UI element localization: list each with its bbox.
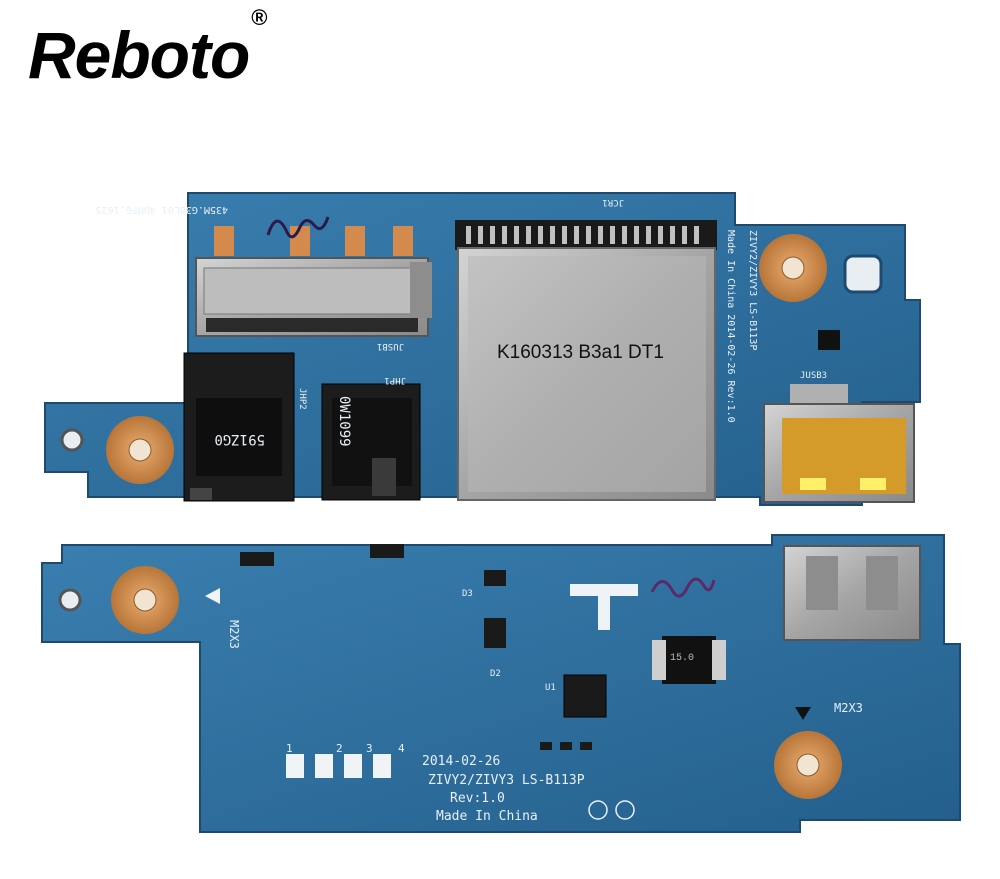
connector-label: 435M.G38L01 4DMFG.1625 bbox=[96, 204, 228, 215]
jack1-code: 591ZG0 bbox=[214, 431, 265, 447]
top-vertical-text-1: ZIVY2/ZIVY3 LS-B113P bbox=[747, 230, 758, 350]
rohs-mark-1 bbox=[588, 800, 608, 820]
board-date: 2014-02-26 bbox=[422, 754, 500, 769]
top-board: 435M.G38L01 4DMFG.1625 JUSB1 K16 bbox=[44, 192, 921, 506]
copper-tabs bbox=[214, 226, 413, 256]
mount-pad-top-left bbox=[106, 416, 174, 484]
mount-pad-bottom-right bbox=[774, 731, 842, 799]
screw-arrow-left bbox=[205, 588, 220, 604]
mount-hole-top-left bbox=[60, 428, 84, 452]
mount-hole-bottom-left bbox=[58, 588, 82, 612]
bottom-pcb-outline bbox=[41, 534, 961, 833]
diode-label-d2: D2 bbox=[490, 669, 501, 679]
jusb3-label: JUSB3 bbox=[800, 371, 827, 381]
ic-label: U1 bbox=[545, 683, 556, 693]
smd-components bbox=[240, 544, 592, 750]
audio-jack-1 bbox=[183, 352, 295, 502]
mount-pad-top-right bbox=[759, 234, 827, 302]
card-marking: K160313 B3a1 DT1 bbox=[497, 342, 664, 363]
board-origin: Made In China bbox=[436, 809, 538, 824]
mount-pad-bottom-left bbox=[111, 566, 179, 634]
brand-name: Reboto bbox=[28, 18, 250, 92]
audio-jack-2 bbox=[321, 383, 421, 501]
silk-t-mark bbox=[570, 584, 638, 630]
jcr1-label: JCR1 bbox=[602, 197, 624, 207]
pad-number-2: 2 bbox=[336, 742, 343, 755]
diode-package bbox=[652, 636, 726, 684]
rohs-mark-2 bbox=[615, 800, 635, 820]
board-model: ZIVY2/ZIVY3 LS-B113P bbox=[428, 773, 585, 788]
marker-scribble bbox=[266, 216, 330, 239]
screw-label-left: M2X3 bbox=[227, 620, 241, 649]
bottom-board: M2X3 M2X3 15.0 U1 bbox=[41, 534, 961, 833]
diode-chip-label: 15.0 bbox=[670, 653, 694, 664]
card-reader bbox=[455, 220, 717, 501]
diode-label-d3: D3 bbox=[462, 589, 473, 599]
ic-u1 bbox=[563, 674, 607, 718]
pad-number-1: 1 bbox=[286, 742, 293, 755]
registered-mark: ® bbox=[251, 5, 267, 30]
brand-logo: Reboto® bbox=[28, 7, 268, 89]
pad-number-4: 4 bbox=[398, 742, 405, 755]
usb-port-bottom bbox=[783, 545, 921, 641]
jusb1-label: JUSB1 bbox=[377, 341, 404, 351]
jack2-code: 0W1099 bbox=[336, 396, 352, 447]
test-pads bbox=[286, 754, 391, 778]
top-ic bbox=[818, 330, 840, 350]
ffc-connector bbox=[195, 257, 432, 337]
usb-port-top bbox=[763, 384, 915, 503]
screw-arrow-right bbox=[795, 707, 811, 720]
mount-hole-top-right bbox=[843, 254, 883, 294]
jhp2-label: JHP2 bbox=[297, 388, 307, 410]
board-rev: Rev:1.0 bbox=[450, 791, 505, 806]
pad-number-3: 3 bbox=[366, 742, 373, 755]
jhp1-label: JHP1 bbox=[384, 375, 406, 385]
marker-scribble-bottom bbox=[650, 577, 716, 598]
screw-label-right: M2X3 bbox=[834, 701, 863, 715]
top-vertical-text-2: Made In China 2014-02-26 Rev:1.0 bbox=[725, 230, 736, 423]
